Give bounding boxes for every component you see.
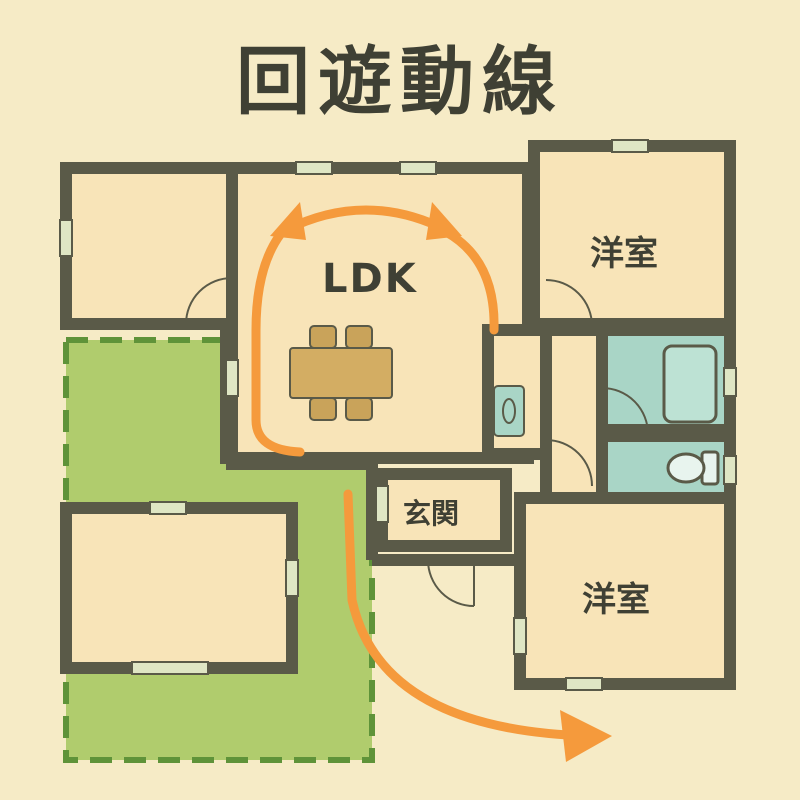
- room-top-left: [60, 162, 238, 330]
- circulation-arrows: [251, 205, 595, 741]
- walls: [60, 140, 736, 690]
- arrow-head-icon: [270, 202, 612, 762]
- windows: [59, 139, 737, 691]
- room-lower-left: [60, 502, 298, 674]
- room-label-bedroom-upper: 洋室: [590, 234, 658, 274]
- room-label-entrance: 玄関: [403, 497, 460, 530]
- arrow-ldk-right: [441, 227, 499, 335]
- page-title: 回遊動線: [236, 39, 564, 125]
- room-ldk: [226, 162, 534, 464]
- washbasin-icon: [493, 385, 525, 437]
- room-label-bedroom-lower: 洋室: [582, 580, 650, 620]
- toilet-icon: [666, 450, 720, 486]
- dining-table-icon: [289, 325, 393, 421]
- arrow-top-curve: [281, 205, 451, 235]
- arrow-ldk-loop: [251, 213, 305, 457]
- room-corridor: [540, 324, 608, 504]
- bathtub-icon: [662, 344, 718, 424]
- room-label-ldk: LDK: [322, 256, 418, 302]
- door-swing-icon: [185, 277, 649, 607]
- room-bedroom-lower: [514, 492, 736, 690]
- arrow-exit: [343, 489, 595, 741]
